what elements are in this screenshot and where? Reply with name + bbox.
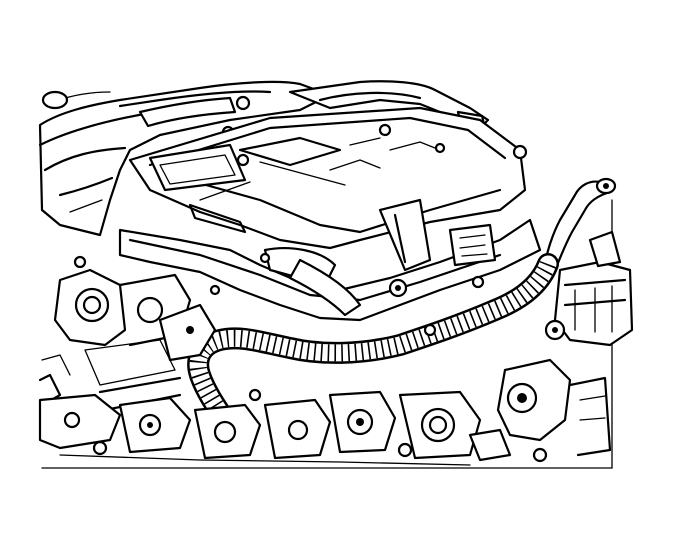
harness-connector: [544, 230, 634, 347]
valve-cover: [118, 198, 542, 322]
corrugated-wiring-harness: [187, 253, 559, 431]
sensor-bracket: [496, 358, 612, 457]
vacuum-hose: [543, 177, 617, 270]
intake-air-duct: [38, 80, 332, 237]
bolts: [73, 252, 485, 337]
engine-cover: [128, 106, 528, 250]
cylinder-head: [38, 354, 548, 466]
throttle-body: [53, 268, 217, 414]
